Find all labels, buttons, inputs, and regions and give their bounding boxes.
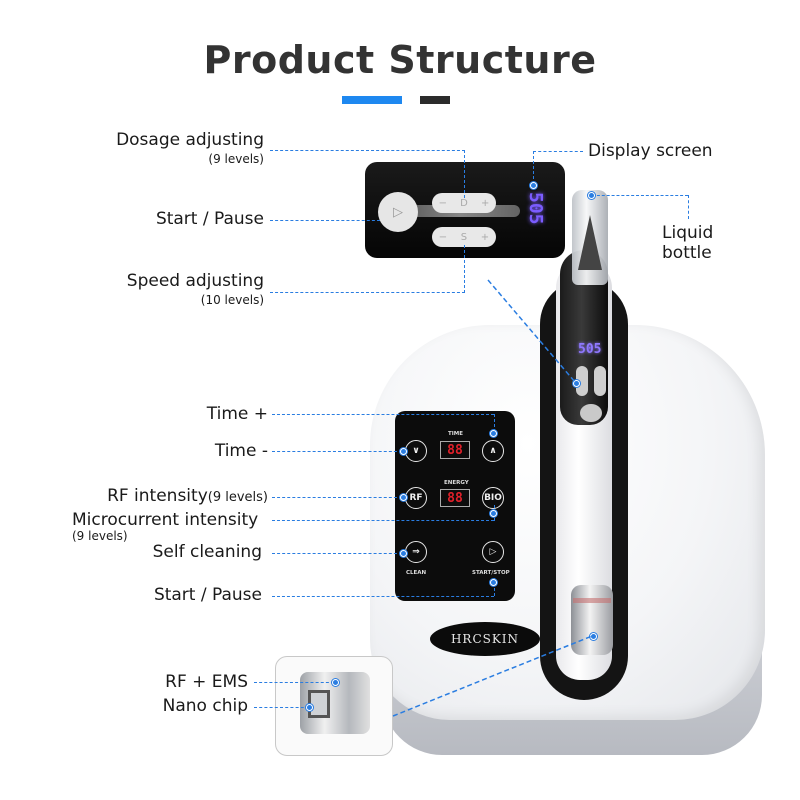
start-stop-button[interactable]: ▷ xyxy=(482,541,504,563)
bottle-cone xyxy=(578,215,602,270)
inset-speed-button: −S+ xyxy=(432,227,496,247)
pen-dosage-button xyxy=(576,366,588,396)
title-accent-dark xyxy=(420,96,450,104)
brand-logo: HRCSKIN xyxy=(430,622,540,656)
label-time-plus: Time + xyxy=(206,404,268,424)
time-label: TIME xyxy=(448,431,464,437)
label-time-minus: Time - xyxy=(214,441,268,461)
label-micro: Microcurrent intensity xyxy=(72,510,259,530)
pen-speed-button xyxy=(594,366,606,396)
label-rf-ems: RF + EMS xyxy=(165,672,248,692)
energy-display: 88 xyxy=(440,489,470,507)
time-plus-button[interactable]: ∧ xyxy=(482,440,504,462)
label-display: Display screen xyxy=(588,141,713,161)
label-dosage-sub: (9 levels) xyxy=(208,152,264,166)
label-liquid: Liquid bottle xyxy=(662,223,713,263)
label-liquid-line1: Liquid xyxy=(662,223,714,243)
label-rf-sub: (9 levels) xyxy=(207,490,268,505)
clean-label: CLEAN xyxy=(406,570,427,576)
label-micro-sub: (9 levels) xyxy=(72,529,128,543)
label-start-pause-top: Start / Pause xyxy=(155,209,264,229)
label-speed-sub: (10 levels) xyxy=(200,293,264,307)
label-rf-main: RF intensity xyxy=(107,486,208,506)
time-display: 88 xyxy=(440,441,470,459)
bio-button[interactable]: BIO xyxy=(482,487,504,509)
page-title: Product Structure xyxy=(203,38,597,82)
start-stop-label: START/STOP xyxy=(472,570,510,576)
pen-display: 505 xyxy=(578,342,602,357)
label-nano: Nano chip xyxy=(162,696,248,716)
pen-start-button xyxy=(580,404,602,422)
inset-start-pause-button: ▷ xyxy=(378,192,418,232)
label-speed: Speed adjusting xyxy=(126,271,264,291)
label-dosage: Dosage adjusting xyxy=(116,130,264,150)
label-clean: Self cleaning xyxy=(152,542,262,562)
label-liquid-line2: bottle xyxy=(662,243,712,263)
energy-label: ENERGY xyxy=(444,480,469,486)
label-rf: RF intensity(9 levels) xyxy=(107,486,268,506)
label-start-pause-bottom: Start / Pause xyxy=(153,585,262,605)
inset-display-digits: 505 xyxy=(525,192,546,225)
inset-dosage-button: −D+ xyxy=(432,193,496,213)
head-ring xyxy=(573,598,611,603)
title-accent-blue xyxy=(342,96,402,104)
nano-chip-head xyxy=(571,585,613,655)
